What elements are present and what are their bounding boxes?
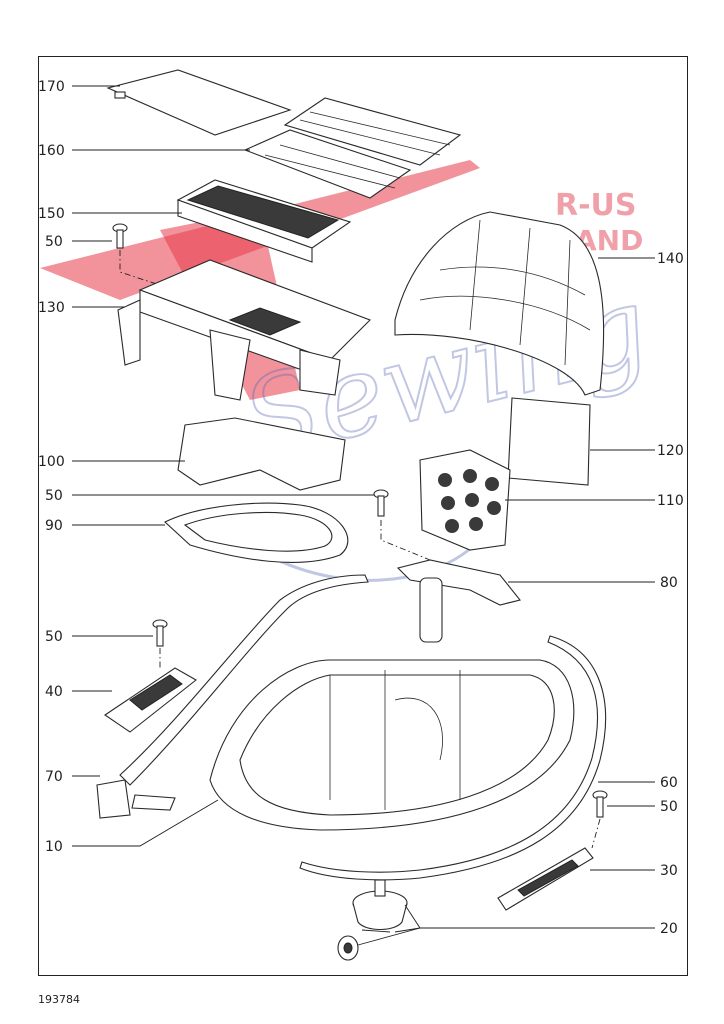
part-50-screw-c <box>152 619 168 647</box>
drawing-frame <box>38 56 688 976</box>
callout-110: 110 <box>657 493 684 509</box>
part-90-seal-ring <box>164 502 349 563</box>
callout-50-d: 50 <box>660 799 678 815</box>
part-80-bracket <box>396 559 521 643</box>
callout-10: 10 <box>45 839 63 855</box>
callout-20: 20 <box>660 921 678 937</box>
part-50-screw-d <box>592 790 608 818</box>
callout-50-b: 50 <box>45 488 63 504</box>
callout-50-c: 50 <box>45 629 63 645</box>
callout-90: 90 <box>45 518 63 534</box>
part-50-screw-b <box>373 489 389 517</box>
callout-50-a: 50 <box>45 234 63 250</box>
callout-40: 40 <box>45 684 63 700</box>
callout-130: 130 <box>38 300 65 316</box>
part-50-screw-a <box>112 223 128 249</box>
part-40-switch-assembly <box>104 667 197 733</box>
part-70-side-strip <box>96 574 369 819</box>
part-10-main-base <box>209 659 575 831</box>
part-60-bumper <box>299 635 607 881</box>
callout-60: 60 <box>660 775 678 791</box>
part-120-filter-pad <box>507 397 591 486</box>
watermark-line1: R-US <box>555 188 637 223</box>
callout-numbers: 170 160 150 50 130 140 100 120 50 110 90… <box>38 79 684 937</box>
callout-70: 70 <box>45 769 63 785</box>
callout-100: 100 <box>38 454 65 470</box>
part-110-grille <box>419 449 511 551</box>
part-130-filter-housing <box>117 259 371 401</box>
callout-150: 150 <box>38 206 65 222</box>
part-140-housing-shell <box>394 211 605 396</box>
part-150-hepa-filter <box>176 179 352 263</box>
callout-30: 30 <box>660 863 678 879</box>
part-170-cover-plate <box>106 69 292 136</box>
callout-160: 160 <box>38 143 65 159</box>
callout-120: 120 <box>657 443 684 459</box>
part-160-filter-frame <box>243 97 462 199</box>
callout-140: 140 <box>657 251 684 267</box>
callout-170: 170 <box>38 79 65 95</box>
leader-lines <box>72 85 655 946</box>
drawing-number: 193784 <box>38 993 80 1006</box>
part-20-wheel-assembly <box>337 879 408 961</box>
callout-80: 80 <box>660 575 678 591</box>
part-100-foam-insert <box>177 417 346 491</box>
part-30-latch <box>497 847 594 911</box>
